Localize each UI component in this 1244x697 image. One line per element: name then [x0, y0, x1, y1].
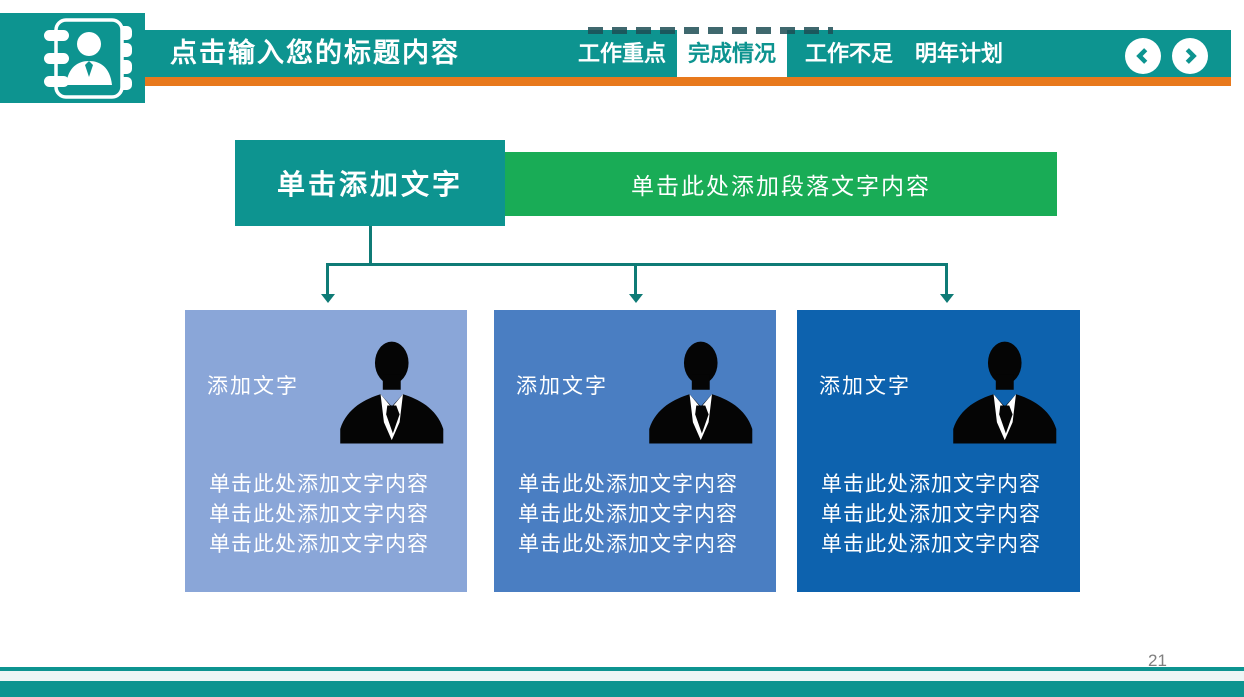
card-line: 单击此处添加文字内容 [518, 473, 738, 496]
connector-drop-1 [321, 266, 335, 303]
info-card-1[interactable]: 添加文字 单击此处添加文字内容 单击此处添加文字内容 单击此处添加文字内容 [185, 310, 467, 592]
next-button[interactable] [1172, 38, 1208, 74]
header-accent-strip [145, 77, 1231, 86]
arrowhead-icon [940, 294, 954, 303]
connector-horizontal [326, 263, 948, 266]
connector-stem [369, 226, 372, 263]
caption-placeholder-box[interactable]: 单击此处添加段落文字内容 [505, 152, 1057, 216]
tab-next-year-plan[interactable]: 明年计划 [915, 41, 1004, 66]
connector-drop-3 [940, 266, 954, 303]
card-line: 单击此处添加文字内容 [518, 503, 738, 526]
card-line: 单击此处添加文字内容 [209, 473, 429, 496]
root-placeholder-box[interactable]: 单击添加文字 [235, 140, 505, 226]
businessman-silhouette-icon [340, 341, 444, 444]
tab-work-focus[interactable]: 工作重点 [578, 41, 667, 66]
tab-work-shortcomings[interactable]: 工作不足 [805, 41, 894, 66]
card-title: 添加文字 [516, 375, 608, 398]
page-title[interactable]: 点击输入您的标题内容 [170, 38, 460, 68]
arrowhead-icon [321, 294, 335, 303]
info-card-2[interactable]: 添加文字 单击此处添加文字内容 单击此处添加文字内容 单击此处添加文字内容 [494, 310, 776, 592]
info-card-3[interactable]: 添加文字 单击此处添加文字内容 单击此处添加文字内容 单击此处添加文字内容 [797, 310, 1080, 592]
card-text-lines: 单击此处添加文字内容 单击此处添加文字内容 单击此处添加文字内容 [209, 470, 429, 560]
nav-tabs: 工作重点 完成情况 工作不足 明年计划 [567, 30, 1014, 77]
footer-band [0, 681, 1244, 697]
slide-nav [1125, 38, 1208, 74]
card-line: 单击此处添加文字内容 [821, 473, 1041, 496]
clipped-text-fragments [588, 27, 833, 34]
footer-thin-line [0, 667, 1244, 671]
card-line: 单击此处添加文字内容 [518, 533, 738, 556]
businessman-silhouette-icon [649, 341, 753, 444]
card-line: 单击此处添加文字内容 [209, 533, 429, 556]
card-text-lines: 单击此处添加文字内容 单击此处添加文字内容 单击此处添加文字内容 [518, 470, 738, 560]
card-text-lines: 单击此处添加文字内容 单击此处添加文字内容 单击此处添加文字内容 [821, 470, 1041, 560]
address-book-icon [44, 18, 132, 99]
page-number: 21 [1148, 651, 1167, 670]
card-title: 添加文字 [207, 375, 299, 398]
card-line: 单击此处添加文字内容 [821, 533, 1041, 556]
card-title: 添加文字 [819, 375, 911, 398]
footer-gap [0, 671, 1244, 681]
chevron-left-icon [1136, 48, 1148, 64]
tab-completion-status[interactable]: 完成情况 [677, 30, 788, 77]
card-line: 单击此处添加文字内容 [821, 503, 1041, 526]
businessman-silhouette-icon [953, 341, 1057, 444]
prev-button[interactable] [1125, 38, 1161, 74]
card-line: 单击此处添加文字内容 [209, 503, 429, 526]
chevron-right-icon [1185, 48, 1197, 64]
connector-drop-2 [629, 266, 643, 303]
arrowhead-icon [629, 294, 643, 303]
person-icon [66, 32, 112, 85]
header-logo-block [0, 13, 145, 103]
